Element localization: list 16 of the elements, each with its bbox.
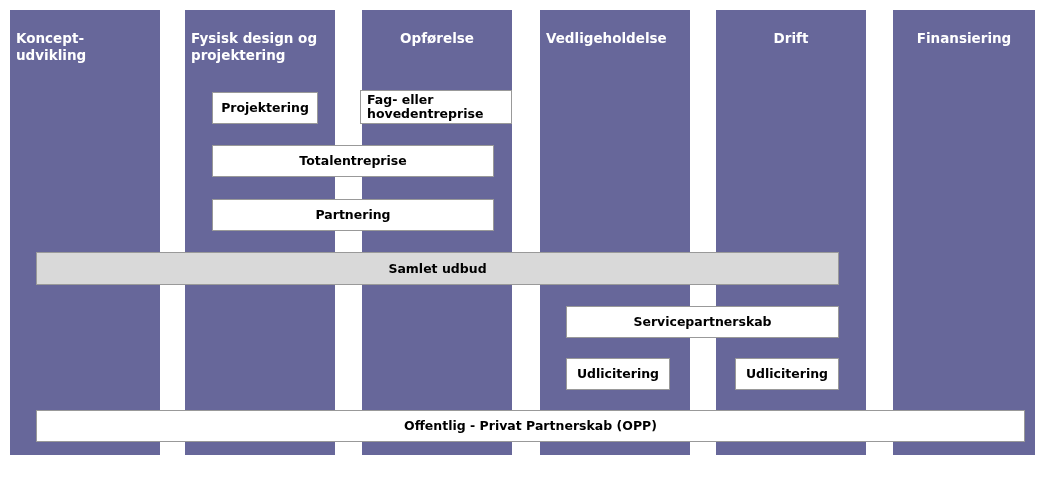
column-heading: Finansiering	[915, 30, 1013, 47]
procurement-bar: Servicepartnerskab	[566, 306, 839, 338]
procurement-bar: Udlicitering	[735, 358, 839, 390]
procurement-bar: Totalentreprise	[212, 145, 494, 177]
procurement-bar: Fag- eller hovedentreprise	[360, 90, 512, 124]
column-heading: Vedligeholdelse	[546, 30, 668, 47]
procurement-bar: Udlicitering	[566, 358, 670, 390]
column-heading: Fysisk design og projektering	[191, 30, 319, 64]
procurement-bar: Offentlig - Privat Partnerskab (OPP)	[36, 410, 1025, 442]
phase-column	[893, 10, 1035, 455]
column-heading: Drift	[772, 30, 810, 47]
procurement-bar: Partnering	[212, 199, 494, 231]
column-heading: Koncept-udvikling	[16, 30, 88, 64]
column-heading: Opførelse	[399, 30, 475, 47]
procurement-bar: Samlet udbud	[36, 252, 839, 285]
procurement-bar: Projektering	[212, 92, 318, 124]
